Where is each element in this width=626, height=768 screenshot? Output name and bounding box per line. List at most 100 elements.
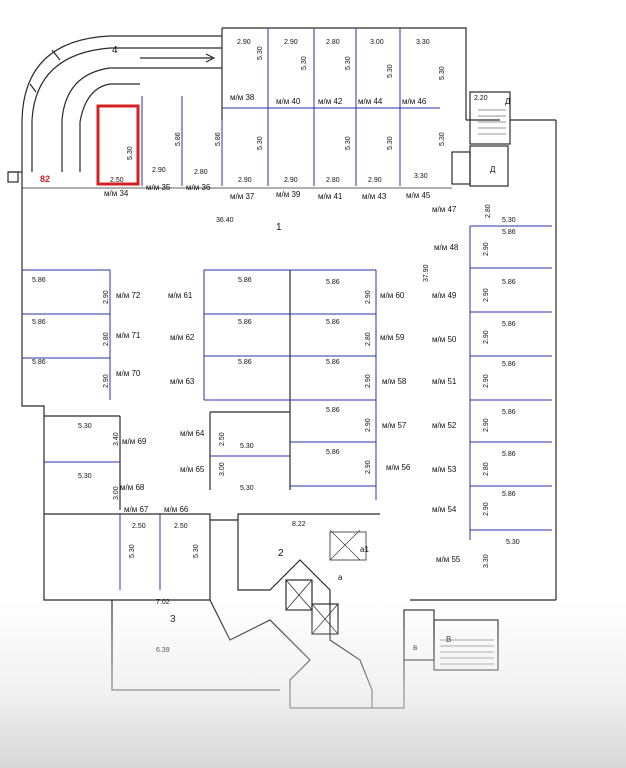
dim-label: 2.50 [174, 523, 188, 530]
dim-label: 5.30 [301, 56, 308, 70]
zone-3-label: 3 [170, 614, 176, 625]
space-37-label: м/м 37 [230, 192, 255, 201]
dim-label: 5.86 [502, 361, 516, 368]
dim-label: 3.00 [370, 39, 384, 46]
room-d2-label: Д [490, 165, 496, 174]
dim-label: 5.30 [78, 423, 92, 430]
dim-label: 2.90 [483, 242, 490, 256]
dim-label: 2.20 [474, 95, 488, 102]
space-68-label: м/м 68 [120, 483, 145, 492]
zone-1-label: 1 [276, 222, 282, 233]
dim-label: 2.80 [103, 332, 110, 346]
dim-label: 2.80 [194, 169, 208, 176]
walls [7, 27, 557, 709]
space-72-label: м/м 72 [116, 291, 141, 300]
dim-label: 2.80 [485, 204, 492, 218]
space-51-label: м/м 51 [432, 377, 457, 386]
dim-label: 7.02 [156, 599, 170, 606]
dim-label: 36.40 [216, 217, 234, 224]
space-36-label: м/м 36 [186, 183, 211, 192]
dim-label: 5.30 [240, 485, 254, 492]
dim-label: 2.90 [284, 39, 298, 46]
dim-label: 2.90 [284, 177, 298, 184]
space-59-label: м/м 59 [380, 333, 405, 342]
dim-label: 5.86 [32, 319, 46, 326]
dim-label: 2.90 [103, 374, 110, 388]
dim-label: 5.30 [240, 443, 254, 450]
dim-label: 5.86 [175, 132, 182, 146]
space-41-label: м/м 41 [318, 192, 343, 201]
dim-label: 2.90 [103, 290, 110, 304]
dim-label: 5.30 [439, 132, 446, 146]
space-43-label: м/м 43 [362, 192, 387, 201]
dim-label: 37.90 [423, 264, 430, 282]
space-50-label: м/м 50 [432, 335, 457, 344]
dim-label: 2.90 [237, 39, 251, 46]
dim-label: 5.30 [439, 66, 446, 80]
space-40-label: м/м 40 [276, 97, 301, 106]
dim-label: 5.30 [387, 136, 394, 150]
dim-label: 3.30 [483, 554, 490, 568]
space-39-label: м/м 39 [276, 190, 301, 199]
space-53-label: м/м 53 [432, 465, 457, 474]
dim-label: 2.90 [483, 418, 490, 432]
space-56-label: м/м 56 [386, 463, 411, 472]
dim-label: 5.30 [78, 473, 92, 480]
dim-label: 2.90 [483, 374, 490, 388]
dim-label: 5.86 [502, 321, 516, 328]
highlighted-space-34[interactable] [96, 104, 140, 186]
dim-label: 3.40 [113, 432, 120, 446]
dim-label: 2.90 [365, 460, 372, 474]
dim-label: 5.86 [502, 279, 516, 286]
room-v-small-label: в [413, 643, 417, 652]
dim-label: 5.30 [193, 544, 200, 558]
room-d-label: Д [505, 97, 511, 106]
dim-label: 5.86 [326, 449, 340, 456]
dim-label: 5.30 [502, 217, 516, 224]
space-49-label: м/м 49 [432, 291, 457, 300]
dim-label: 2.80 [326, 177, 340, 184]
dim-label: 5.86 [326, 319, 340, 326]
space-70-label: м/м 70 [116, 369, 141, 378]
dim-label: 3.30 [414, 173, 428, 180]
dim-label: 2.80 [365, 332, 372, 346]
dim-label: 5.86 [238, 359, 252, 366]
space-63-label: м/м 63 [170, 377, 195, 386]
dimension-labels: 2.90 2.90 2.80 3.00 3.30 2.90 2.90 2.80 … [32, 39, 520, 654]
space-65-label: м/м 65 [180, 465, 205, 474]
dim-label: 3.00 [219, 462, 226, 476]
dim-label: 5.86 [32, 277, 46, 284]
dim-label: 2.90 [483, 288, 490, 302]
dim-label: 5.30 [387, 64, 394, 78]
dim-label: 5.30 [127, 146, 134, 160]
dim-label: 6.39 [156, 647, 170, 654]
stair-treads [440, 109, 506, 665]
dim-label: 5.86 [326, 279, 340, 286]
space-61-label: м/м 61 [168, 291, 193, 300]
space-dividers [22, 28, 552, 590]
room-v-label: В [446, 635, 451, 644]
dim-label: 5.86 [32, 359, 46, 366]
dim-label: 5.30 [129, 544, 136, 558]
dim-label: 2.80 [483, 462, 490, 476]
space-34-label: м/м 34 [104, 189, 129, 198]
dim-label: 2.90 [365, 290, 372, 304]
dim-label: 2.90 [238, 177, 252, 184]
space-38-label: м/м 38 [230, 93, 255, 102]
space-71-label: м/м 71 [116, 331, 141, 340]
dim-label: 2.80 [326, 39, 340, 46]
dim-label: 2.90 [368, 177, 382, 184]
dim-label: 2.90 [152, 167, 166, 174]
dim-label: 5.30 [345, 136, 352, 150]
dim-label: 2.90 [483, 330, 490, 344]
dim-label: 2.90 [365, 374, 372, 388]
dim-label: 5.86 [502, 491, 516, 498]
dim-label: 5.86 [215, 132, 222, 146]
dim-label: 3.00 [113, 486, 120, 500]
zone-4-label: 4 [112, 45, 118, 56]
space-44-label: м/м 44 [358, 97, 383, 106]
dim-label: 5.86 [502, 409, 516, 416]
dim-label: 2.50 [110, 177, 124, 184]
space-48-label: м/м 48 [434, 243, 459, 252]
